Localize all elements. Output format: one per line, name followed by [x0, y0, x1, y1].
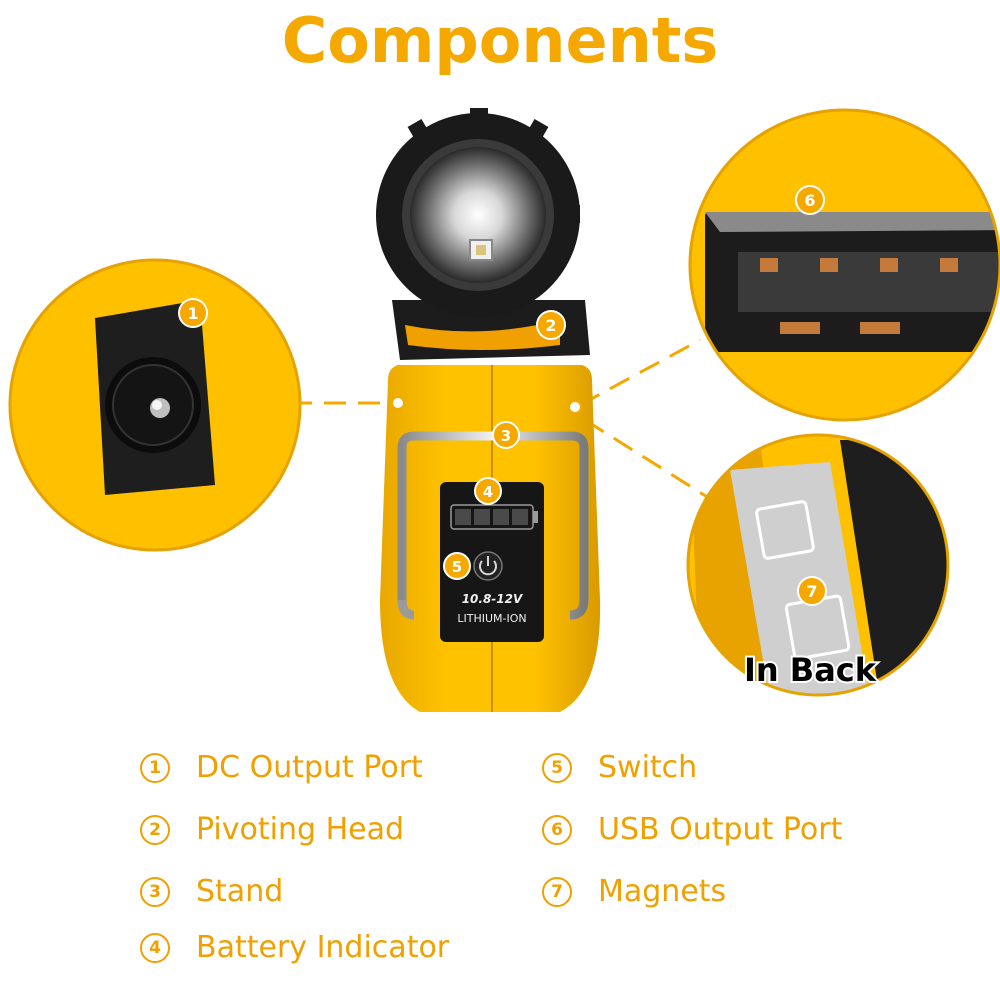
- work-light: 10.8-12V LITHIUM-ION: [376, 108, 601, 712]
- connector-line-magnets: [584, 418, 721, 507]
- dc-port-anchor-dot: [391, 396, 405, 410]
- legend-item-battery-indicator: 4 Battery Indicator: [140, 930, 449, 965]
- legend-label: Magnets: [598, 874, 727, 909]
- legend-item-pivoting-head: 2 Pivoting Head: [140, 812, 404, 847]
- pivot-collar: [405, 320, 560, 350]
- legend-item-switch: 5 Switch: [542, 750, 697, 785]
- page-title: Components: [281, 4, 719, 77]
- badge-2: 2: [536, 310, 566, 340]
- stand-wire: [397, 431, 589, 620]
- in-back-label: In Back: [744, 651, 877, 689]
- magnet-strip: [730, 462, 870, 695]
- detail-magnets: 7 In Back: [686, 433, 950, 697]
- svg-text:5: 5: [452, 558, 462, 576]
- usb-contacts: [760, 258, 958, 334]
- legend-number: 1: [140, 752, 170, 783]
- legend-label: Stand: [196, 874, 284, 909]
- badge-4: 4: [474, 477, 502, 505]
- svg-text:3: 3: [501, 427, 511, 445]
- badge-6: [795, 185, 825, 215]
- legend-number: 5: [542, 752, 572, 783]
- connector-line-usb: [579, 338, 701, 407]
- badge-3: 3: [492, 421, 520, 449]
- svg-text:6: 6: [804, 191, 815, 210]
- legend-item-magnets: 7 Magnets: [542, 874, 726, 909]
- legend-label: USB Output Port: [598, 812, 843, 847]
- legend-item-usb-output-port: 6 USB Output Port: [542, 812, 842, 847]
- led-emitter: [476, 245, 486, 255]
- legend-number: 6: [542, 814, 572, 845]
- legend-number: 3: [140, 876, 170, 907]
- connector-lines: [290, 338, 721, 507]
- svg-text:2: 2: [545, 316, 556, 335]
- legend-item-stand: 3 Stand: [140, 874, 283, 909]
- magnet-block-1: [755, 500, 815, 560]
- legend-number: 4: [140, 932, 170, 963]
- badge-1: [178, 298, 208, 328]
- power-switch[interactable]: [473, 551, 503, 581]
- reflector: [410, 147, 546, 283]
- legend-item-dc-output-port: 1 DC Output Port: [140, 750, 423, 785]
- legend-label: Switch: [598, 750, 698, 785]
- battery-indicator: [450, 504, 538, 530]
- legend-label: Pivoting Head: [196, 812, 405, 847]
- chemistry-label: LITHIUM-ION: [457, 612, 526, 625]
- svg-text:4: 4: [483, 483, 493, 501]
- svg-text:1: 1: [187, 304, 198, 323]
- legend-number: 7: [542, 876, 572, 907]
- legend-label: DC Output Port: [196, 750, 423, 785]
- badge-5: 5: [443, 552, 471, 580]
- bezel-grips: [378, 108, 580, 223]
- detail-dc-port: 1: [8, 258, 302, 552]
- stand-wire-end: [397, 599, 415, 620]
- usb-port-anchor-dot: [568, 400, 582, 414]
- voltage-label: 10.8-12V: [462, 592, 524, 606]
- detail-usb-port: 6: [688, 108, 1000, 422]
- legend-number: 2: [140, 814, 170, 845]
- badge-7: [797, 576, 827, 606]
- legend-label: Battery Indicator: [196, 930, 450, 965]
- svg-text:7: 7: [806, 582, 817, 601]
